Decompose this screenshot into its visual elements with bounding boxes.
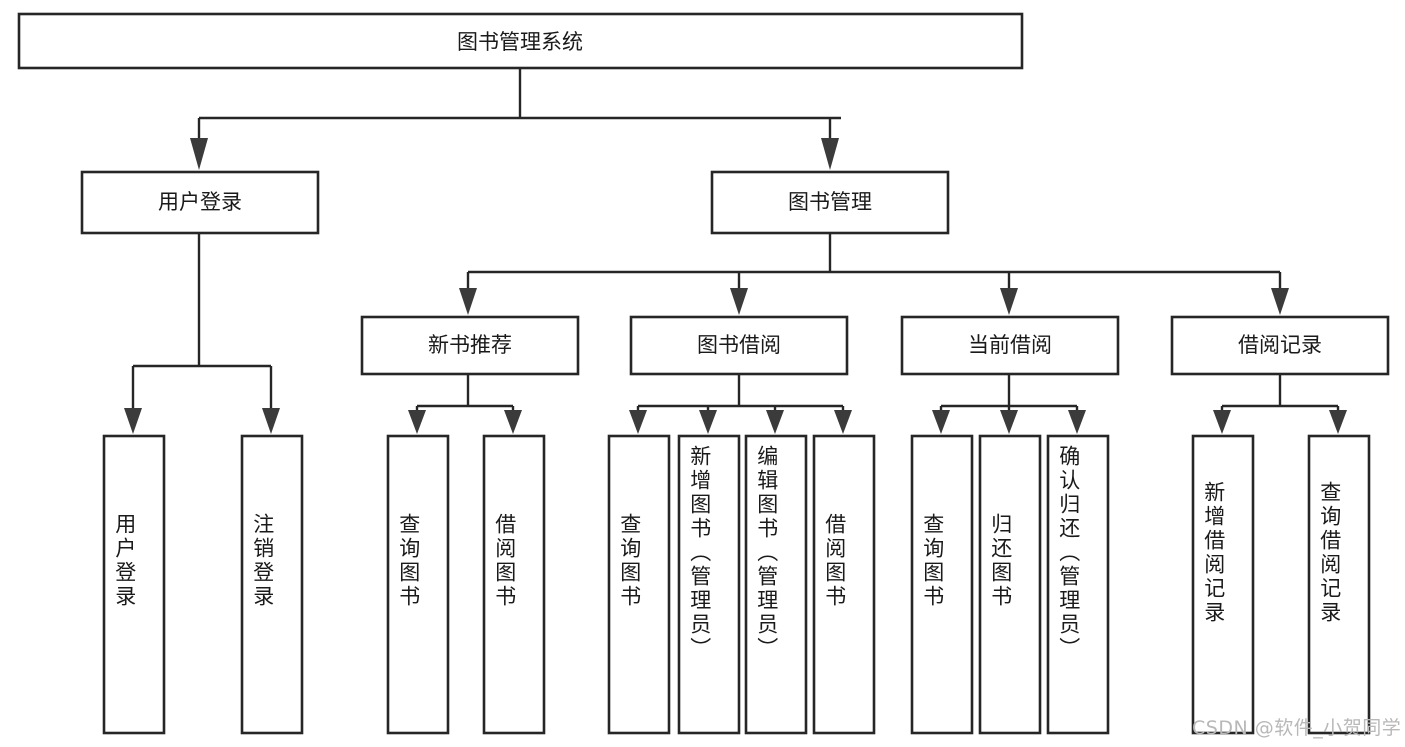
connector-group-root [190,69,841,170]
leaf-box-borrow-book-2[interactable] [812,434,876,735]
node-root[interactable]: 图书管理系统 [17,12,1024,70]
node-borrow-record[interactable]: 借阅记录 [1170,315,1390,376]
leaf-box-edit-book[interactable] [744,434,808,735]
leaf-box-group [102,434,1371,735]
node-new-book-recommend[interactable]: 新书推荐 [360,315,580,376]
node-current-borrow-box[interactable] [900,315,1120,376]
connector-group-new-book-recommend [408,375,522,434]
arrowhead-leaf-query-book-1 [408,410,426,434]
connector-group-user-login [124,234,280,434]
leaf-box-query-book-1[interactable] [386,434,450,735]
arrowhead-leaf-return-book [1000,410,1018,434]
leaf-box-borrow-book-1[interactable] [482,434,546,735]
arrowhead-leaf-edit-book [766,410,784,434]
node-user-login-label: 用户登录 [158,190,242,214]
leaf-box-add-book[interactable] [677,434,741,735]
node-book-borrow-box[interactable] [629,315,849,376]
node-new-book-recommend-box[interactable] [360,315,580,376]
node-current-borrow[interactable]: 当前借阅 [900,315,1120,376]
arrowhead-leaf-query-record [1329,410,1347,434]
node-root-label: 图书管理系统 [457,30,583,54]
node-user-login-box[interactable] [80,170,320,235]
node-user-login[interactable]: 用户登录 [80,170,320,235]
leaf-box-user-login[interactable] [102,434,166,735]
arrowhead-leaf-query-book-2 [629,410,647,434]
arrowhead-user-login [190,138,208,170]
node-borrow-record-box[interactable] [1170,315,1390,376]
node-new-book-recommend-label: 新书推荐 [428,333,512,357]
connector-group-book-manage [459,234,1289,315]
node-book-manage-label: 图书管理 [788,190,872,214]
arrowhead-new-book-recommend [459,288,477,315]
arrowhead-leaf-user-logout [262,408,280,434]
leaf-box-query-book-3[interactable] [910,434,974,735]
arrowhead-borrow-record [1271,288,1289,315]
csdn-watermark: CSDN @软件_小贺同学 [1192,717,1402,739]
leaf-box-add-record[interactable] [1191,434,1255,735]
arrowhead-leaf-borrow-book-1 [504,410,522,434]
node-book-manage[interactable]: 图书管理 [710,170,950,235]
connector-group-book-borrow [629,375,852,434]
arrowhead-leaf-borrow-book-2 [834,410,852,434]
leaf-box-query-record[interactable] [1307,434,1371,735]
leaf-box-confirm-return[interactable] [1046,434,1110,735]
arrowhead-leaf-add-record [1213,410,1231,434]
leaf-box-return-book[interactable] [978,434,1042,735]
leaf-box-query-book-2[interactable] [607,434,671,735]
arrowhead-current-borrow [1000,288,1018,315]
arrowhead-leaf-confirm-return [1068,410,1086,434]
leaf-box-user-logout[interactable] [240,434,304,735]
node-borrow-record-label: 借阅记录 [1238,333,1322,357]
arrowhead-leaf-query-book-3 [932,410,950,434]
node-book-borrow-label: 图书借阅 [697,333,781,357]
arrowhead-leaf-user-login [124,408,142,434]
arrowhead-book-manage [821,138,839,170]
arrowhead-leaf-add-book [699,410,717,434]
arrowhead-book-borrow [730,288,748,315]
connector-group-borrow-record [1213,375,1347,434]
node-book-borrow[interactable]: 图书借阅 [629,315,849,376]
node-root-box[interactable] [17,12,1024,70]
connector-group-current-borrow [932,375,1086,434]
node-book-manage-box[interactable] [710,170,950,235]
node-current-borrow-label: 当前借阅 [968,333,1052,357]
